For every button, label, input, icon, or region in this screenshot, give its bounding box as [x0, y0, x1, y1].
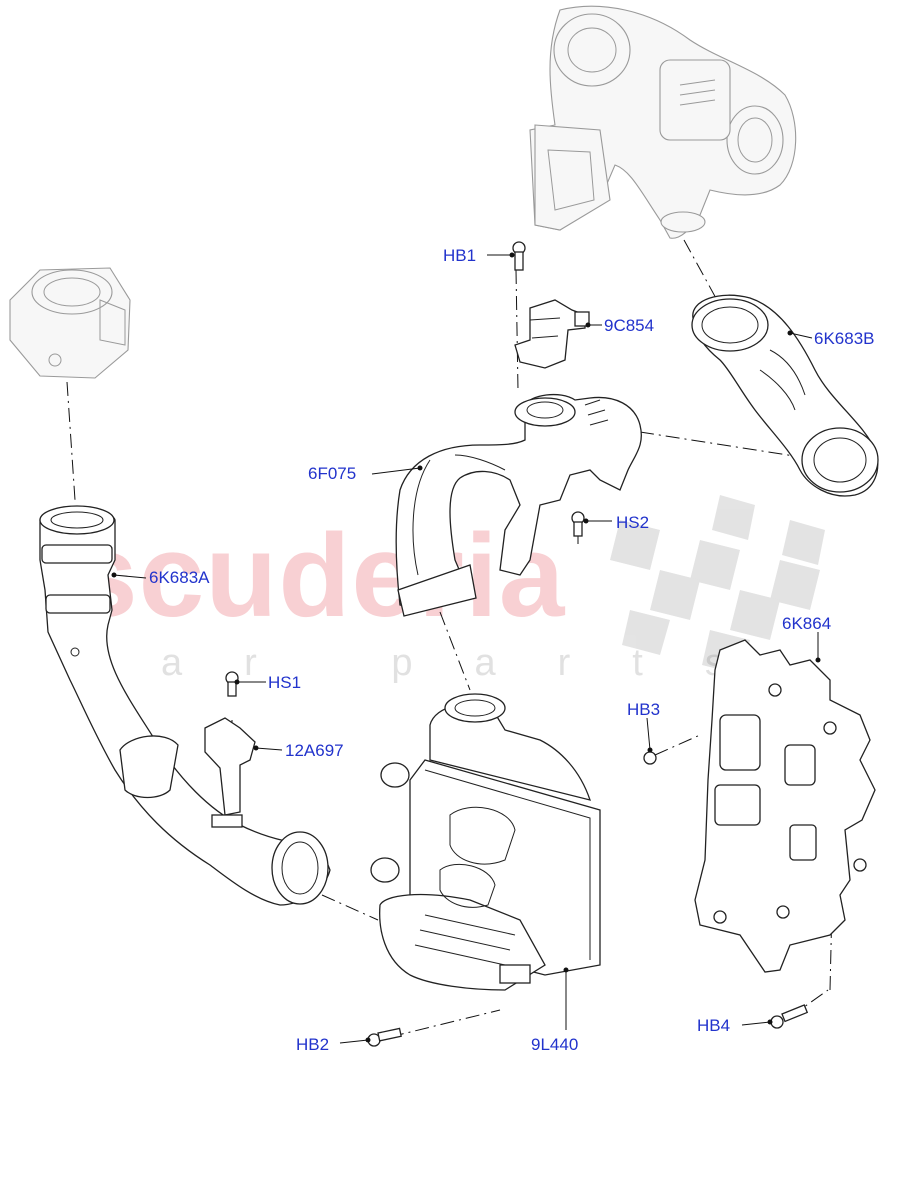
callout-12a697[interactable]: 12A697	[285, 741, 344, 760]
sensor-9c854	[514, 299, 590, 369]
callout-hs1[interactable]: HS1	[268, 673, 302, 692]
callout-9c854[interactable]: 9C854	[604, 316, 655, 335]
bolt-hb2	[367, 1027, 402, 1047]
watermark-brand: scuderia	[72, 510, 566, 642]
callout-6k864[interactable]: 6K864	[782, 614, 832, 633]
bracket-12a697	[204, 717, 256, 828]
callout-6k683b[interactable]: 6K683B	[814, 329, 875, 348]
intercooler-9l440	[370, 693, 601, 991]
pipe-6f075	[395, 393, 642, 617]
callout-hb3[interactable]: HB3	[627, 700, 661, 719]
turbocharger-reference	[529, 5, 797, 239]
callout-6f075[interactable]: 6F075	[308, 464, 357, 483]
callout-hb4[interactable]: HB4	[697, 1016, 731, 1035]
bolt-hs2	[571, 511, 585, 537]
callout-6k683a[interactable]: 6K683A	[149, 568, 210, 587]
bolt-hb4	[770, 1004, 809, 1029]
callout-hb2[interactable]: HB2	[296, 1035, 330, 1054]
watermark-subtitle: car parts	[80, 642, 786, 684]
hose-6k683a	[39, 505, 331, 906]
callout-hb1[interactable]: HB1	[443, 246, 477, 265]
hose-6k683b	[691, 294, 879, 497]
bolt-hb1	[512, 241, 526, 271]
assembly-lines	[66, 239, 833, 1038]
bolt-hb3	[643, 751, 657, 765]
bracket-plate-6k864	[694, 639, 876, 973]
callout-leaders	[111, 252, 821, 1044]
throttle-body-reference	[9, 267, 131, 379]
callout-9l440[interactable]: 9L440	[531, 1035, 579, 1054]
callout-hs2[interactable]: HS2	[616, 513, 650, 532]
